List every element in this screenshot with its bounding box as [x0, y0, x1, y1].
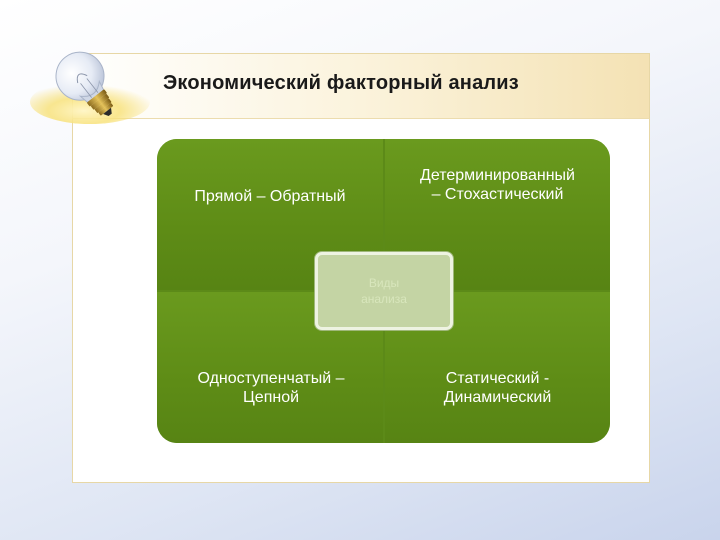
- quadrant-label: Одноступенчатый – Цепной: [197, 370, 345, 406]
- quadrant-label: Статический - Динамический: [443, 370, 552, 406]
- slide-title: Экономический факторный анализ: [163, 72, 519, 94]
- lightbulb-icon: [30, 51, 150, 124]
- center-node: Виды анализа: [315, 252, 453, 330]
- center-label: Виды анализа: [361, 276, 407, 306]
- title-band: [72, 53, 650, 119]
- quadrant-label: Прямой – Обратный: [194, 188, 346, 205]
- quadrant-bottom-right: Статический - Динамический: [385, 292, 610, 443]
- quadrant-label: Детерминированный – Стохастический: [420, 167, 575, 203]
